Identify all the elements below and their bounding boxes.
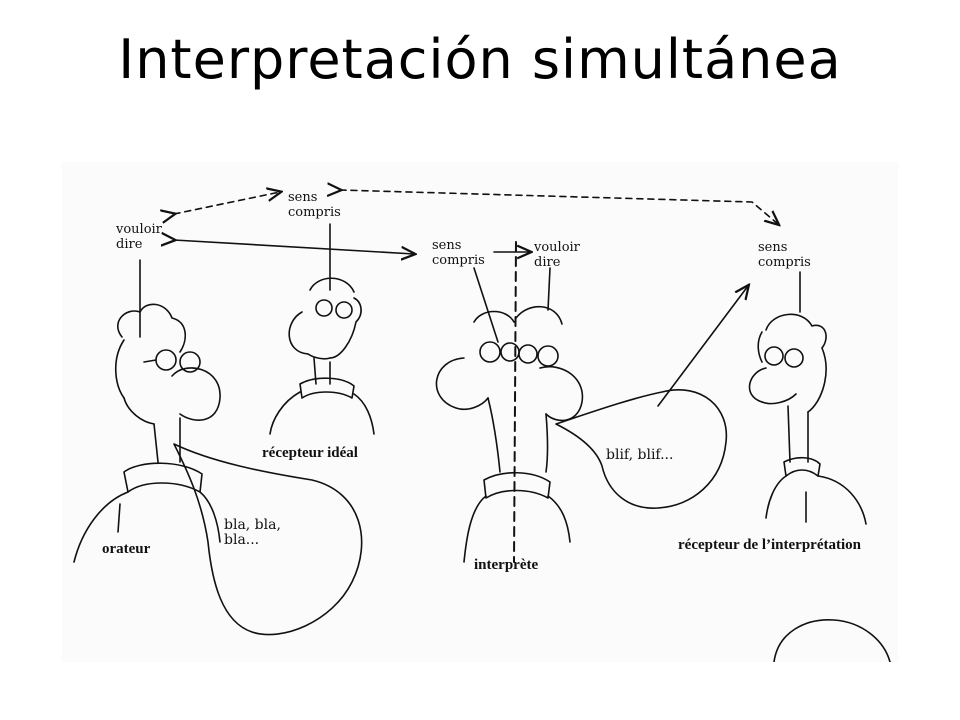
arrow-ideal-final <box>340 190 778 224</box>
final-receiver-figure <box>748 313 867 525</box>
role-ideal-receiver: récepteur idéal <box>262 445 358 461</box>
label-sens-compris-final: sens compris <box>758 240 811 270</box>
label-vouloir-dire-interpreter: vouloir dire <box>534 240 580 270</box>
diagram-drawing <box>73 162 891 662</box>
label-sens-compris-ideal: sens compris <box>288 190 341 220</box>
label-vouloir-dire-speaker: vouloir dire <box>116 222 162 252</box>
speaker-bubble-text: bla, bla, bla... <box>224 517 281 548</box>
ideal-receiver-figure <box>269 277 375 435</box>
arrow-speaker-ideal <box>174 192 280 214</box>
interpreter-figure <box>435 305 584 563</box>
slide-title: Interpretación simultánea <box>118 28 842 91</box>
arrow-speaker-interpreter <box>174 240 414 254</box>
speaker-bubble <box>173 443 363 636</box>
interpreter-bubble <box>555 389 728 509</box>
role-speaker: orateur <box>102 541 151 557</box>
interpreter-bubble-text: blif, blif... <box>606 447 674 463</box>
speaker-figure <box>73 303 221 563</box>
circle-fragment <box>773 619 891 662</box>
label-sens-compris-interpreter: sens compris <box>432 238 485 268</box>
role-final-receiver: récepteur de l’interprétation <box>678 537 861 553</box>
interpretation-diagram: vouloir dire sens compris sens compris v… <box>62 162 898 662</box>
role-interpreter: interprète <box>474 557 539 573</box>
